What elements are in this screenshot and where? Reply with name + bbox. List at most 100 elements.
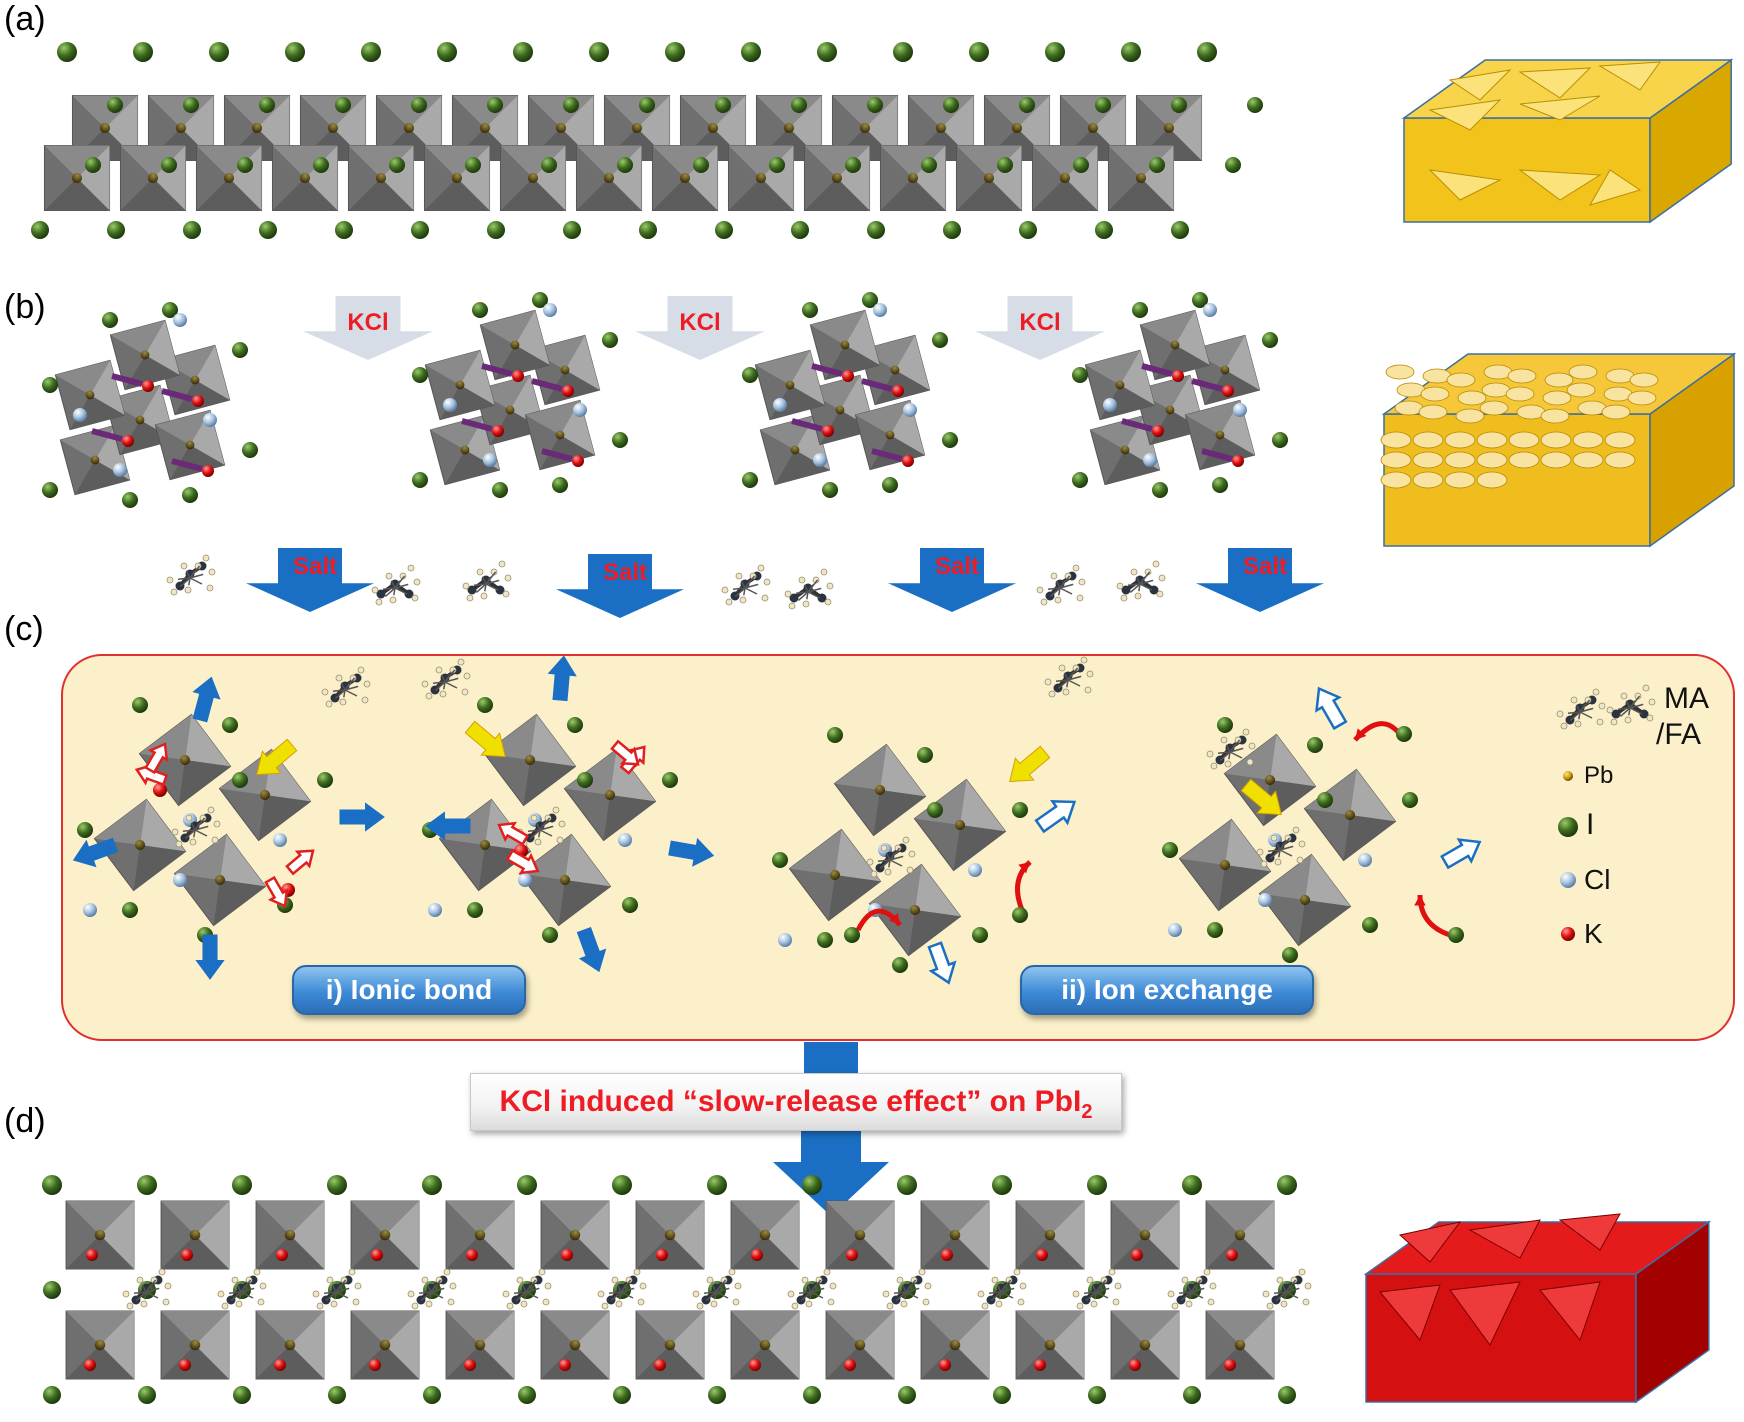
octahedron-face — [845, 310, 880, 365]
octahedron-face — [765, 1201, 799, 1269]
molecule-atom — [827, 1298, 835, 1306]
octahedron-face — [305, 145, 338, 211]
molecule-bond — [996, 1284, 1002, 1293]
molecule-bond — [236, 1284, 242, 1293]
molecule-bond — [889, 855, 904, 861]
octahedron-face — [1050, 1311, 1084, 1379]
hollow-red-arrow-icon — [610, 739, 640, 766]
chloride-ion-icon — [428, 903, 442, 917]
iodide-ion-icon — [927, 802, 943, 818]
iodide-ion-icon — [802, 1175, 822, 1195]
molecule-atom — [1108, 1268, 1116, 1276]
molecule-atom — [1620, 692, 1628, 700]
molecule-bond — [1066, 679, 1069, 688]
iodide-ion-icon — [327, 1175, 347, 1195]
iodide-ion-icon — [791, 97, 807, 113]
molecule-atom — [467, 585, 477, 595]
lead-ion-icon — [479, 122, 491, 134]
octahedron-face — [873, 790, 926, 836]
film-grain — [1519, 95, 1601, 121]
molecule-bond — [535, 822, 541, 831]
film-grain — [1601, 404, 1631, 420]
octahedron-face — [636, 1235, 704, 1269]
molecule-atom — [1050, 572, 1058, 580]
molecule-atom — [221, 1302, 229, 1310]
octahedron-icon — [540, 1310, 610, 1380]
molecule-bond — [904, 1291, 907, 1300]
lead-ion-icon — [829, 869, 841, 881]
octahedron-icon — [65, 1200, 135, 1270]
lead-ion-icon — [1115, 380, 1125, 390]
iodide-ion-icon — [1192, 292, 1208, 308]
lead-ion-icon — [1059, 172, 1071, 184]
iodide-ion-icon — [107, 97, 123, 113]
arrow-shape — [144, 742, 169, 775]
octahedron-face — [652, 178, 718, 211]
film-grain — [1412, 471, 1444, 489]
molecule-atom — [763, 578, 771, 586]
molecule-atom — [1171, 1302, 1179, 1310]
hollow-red-arrow-icon — [264, 875, 289, 908]
lead-ion-icon — [327, 122, 339, 134]
molecule-bond — [144, 1291, 147, 1300]
molecule-bond — [179, 577, 191, 587]
film-grain — [1508, 431, 1540, 449]
iodide-ion-icon — [817, 42, 837, 62]
octahedron-face — [575, 1201, 609, 1269]
molecule-atom — [330, 693, 340, 703]
lead-ion-icon — [1139, 1339, 1151, 1351]
octahedron-face — [685, 145, 718, 211]
iodide-ion-icon — [693, 157, 709, 173]
iodide-ion-icon — [803, 1386, 821, 1404]
lead-ion-icon — [403, 122, 415, 134]
lead-ion-icon — [1044, 1229, 1056, 1241]
molecule-atom — [637, 1298, 645, 1306]
yellow-arrow-icon — [1240, 778, 1282, 816]
lead-ion-icon — [664, 1229, 676, 1241]
arrow-shape — [1009, 745, 1051, 783]
iodide-ion-icon — [993, 1386, 1011, 1404]
molecule-bond — [141, 1284, 147, 1293]
octahedron-face — [1108, 145, 1174, 178]
octahedron-face — [66, 1201, 134, 1235]
octahedron-face — [637, 95, 670, 161]
molecule-bond — [1625, 700, 1631, 709]
kcl-fragment — [1072, 292, 1288, 498]
film-grain — [1566, 382, 1596, 398]
octahedron-face — [220, 834, 266, 887]
molecule-bond — [539, 817, 551, 831]
molecule-bond — [1285, 1279, 1297, 1293]
molecule-bond — [525, 1291, 539, 1299]
octahedron-face — [105, 95, 138, 161]
ma-fa-molecule-icon — [866, 836, 916, 878]
molecule-atom — [725, 598, 733, 606]
iodide-ion-icon — [161, 157, 177, 173]
molecule-atom — [180, 562, 188, 570]
octahedron-face — [921, 1311, 989, 1345]
molecule-bond — [343, 689, 346, 698]
octahedron-icon — [540, 1200, 610, 1270]
lead-ion-icon — [949, 1339, 961, 1351]
iodide-ion-icon — [969, 42, 989, 62]
molecule-atom — [411, 1302, 419, 1310]
ma-fa-molecule-icon — [1262, 1268, 1312, 1310]
iodide-ion-icon — [1307, 737, 1323, 753]
yellow-arrow-icon — [1009, 745, 1051, 783]
molecule-bond — [1135, 576, 1141, 585]
arrow-shape — [339, 802, 385, 832]
octahedron-face — [185, 714, 231, 767]
lead-ion-icon — [185, 440, 195, 450]
film-grain — [1444, 451, 1476, 469]
octahedron-face — [652, 145, 718, 178]
octahedron-face — [804, 145, 870, 178]
molecule-bond — [803, 584, 809, 593]
molecule-atom — [1081, 1295, 1091, 1305]
iodide-ion-icon — [997, 157, 1013, 173]
molecule-bond — [538, 829, 541, 838]
film-grain — [1507, 368, 1537, 384]
molecule-atom — [829, 1282, 837, 1290]
octahedron-face — [541, 1201, 609, 1235]
molecule-atom — [739, 596, 747, 604]
potassium-ion-icon — [466, 1249, 478, 1261]
molecule-bond — [188, 577, 191, 586]
